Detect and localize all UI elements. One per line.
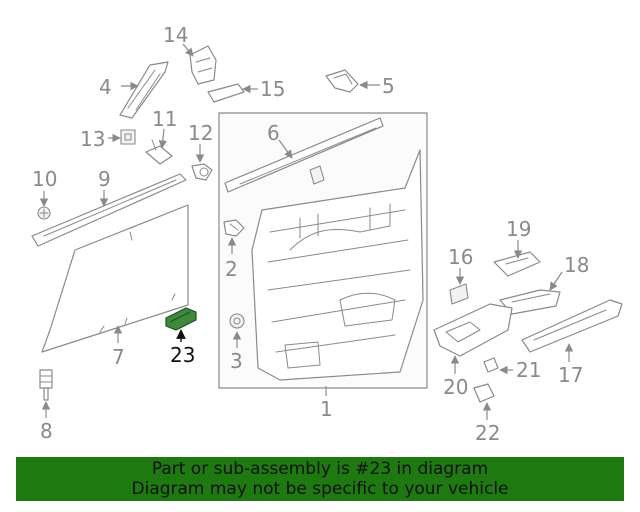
callout-4: 4 [99, 75, 112, 99]
callout-14: 14 [163, 23, 188, 47]
callout-8: 8 [40, 419, 53, 443]
callout-13: 13 [80, 127, 105, 151]
part-9-garnish [31, 173, 187, 247]
part-20-armrest-base [433, 303, 513, 357]
part-5-bezel [325, 69, 359, 93]
callout-1: 1 [320, 397, 333, 421]
part-6-weatherstrip [224, 117, 384, 193]
callout-10: 10 [32, 167, 57, 191]
callout-19: 19 [506, 217, 531, 241]
part-8-bolt [39, 369, 53, 401]
banner-line-1: Part or sub-assembly is #23 in diagram [151, 459, 489, 479]
callout-18: 18 [564, 253, 589, 277]
callout-5: 5 [382, 74, 395, 98]
callout-15: 15 [260, 77, 285, 101]
part-21-clip [483, 357, 499, 373]
callout-6: 6 [267, 121, 280, 145]
part-22-clip [473, 383, 495, 403]
callout-20: 20 [443, 375, 468, 399]
part-12-fastener [191, 163, 213, 181]
callout-17: 17 [558, 363, 583, 387]
leader-lines [39, 43, 574, 420]
callout-9: 9 [98, 167, 111, 191]
part-4-bracket [119, 61, 169, 119]
callout-labels: 1 2 3 4 5 6 7 8 9 10 11 12 13 14 15 16 1… [32, 23, 589, 445]
callout-2: 2 [225, 257, 238, 281]
part-19-switch-bezel [493, 251, 541, 277]
callout-22: 22 [475, 421, 500, 445]
callout-16: 16 [448, 245, 473, 269]
part-15-trim-piece [207, 83, 245, 103]
info-banner: Part or sub-assembly is #23 in diagram D… [16, 457, 624, 501]
callout-7: 7 [112, 345, 125, 369]
callout-23: 23 [170, 343, 195, 367]
banner-line-2: Diagram may not be specific to your vehi… [131, 479, 509, 499]
callout-11: 11 [152, 107, 177, 131]
parts-diagram: 1 2 3 4 5 6 7 8 9 10 11 12 13 14 15 16 1… [31, 23, 623, 445]
part-11-clip [145, 139, 173, 165]
part-13-clip [120, 129, 136, 145]
part-17-armrest [521, 299, 623, 353]
part-2-clip [223, 219, 245, 237]
callout-21: 21 [516, 358, 541, 382]
part-23-highlighted[interactable] [165, 307, 197, 331]
part-3-fastener [229, 313, 245, 329]
part-1-door-trim-panel [218, 112, 428, 389]
callout-3: 3 [230, 349, 243, 373]
part-14-hinge-bracket [189, 45, 217, 85]
callout-12: 12 [188, 121, 213, 145]
part-10-screw [37, 206, 51, 220]
part-16-cover [449, 283, 469, 305]
